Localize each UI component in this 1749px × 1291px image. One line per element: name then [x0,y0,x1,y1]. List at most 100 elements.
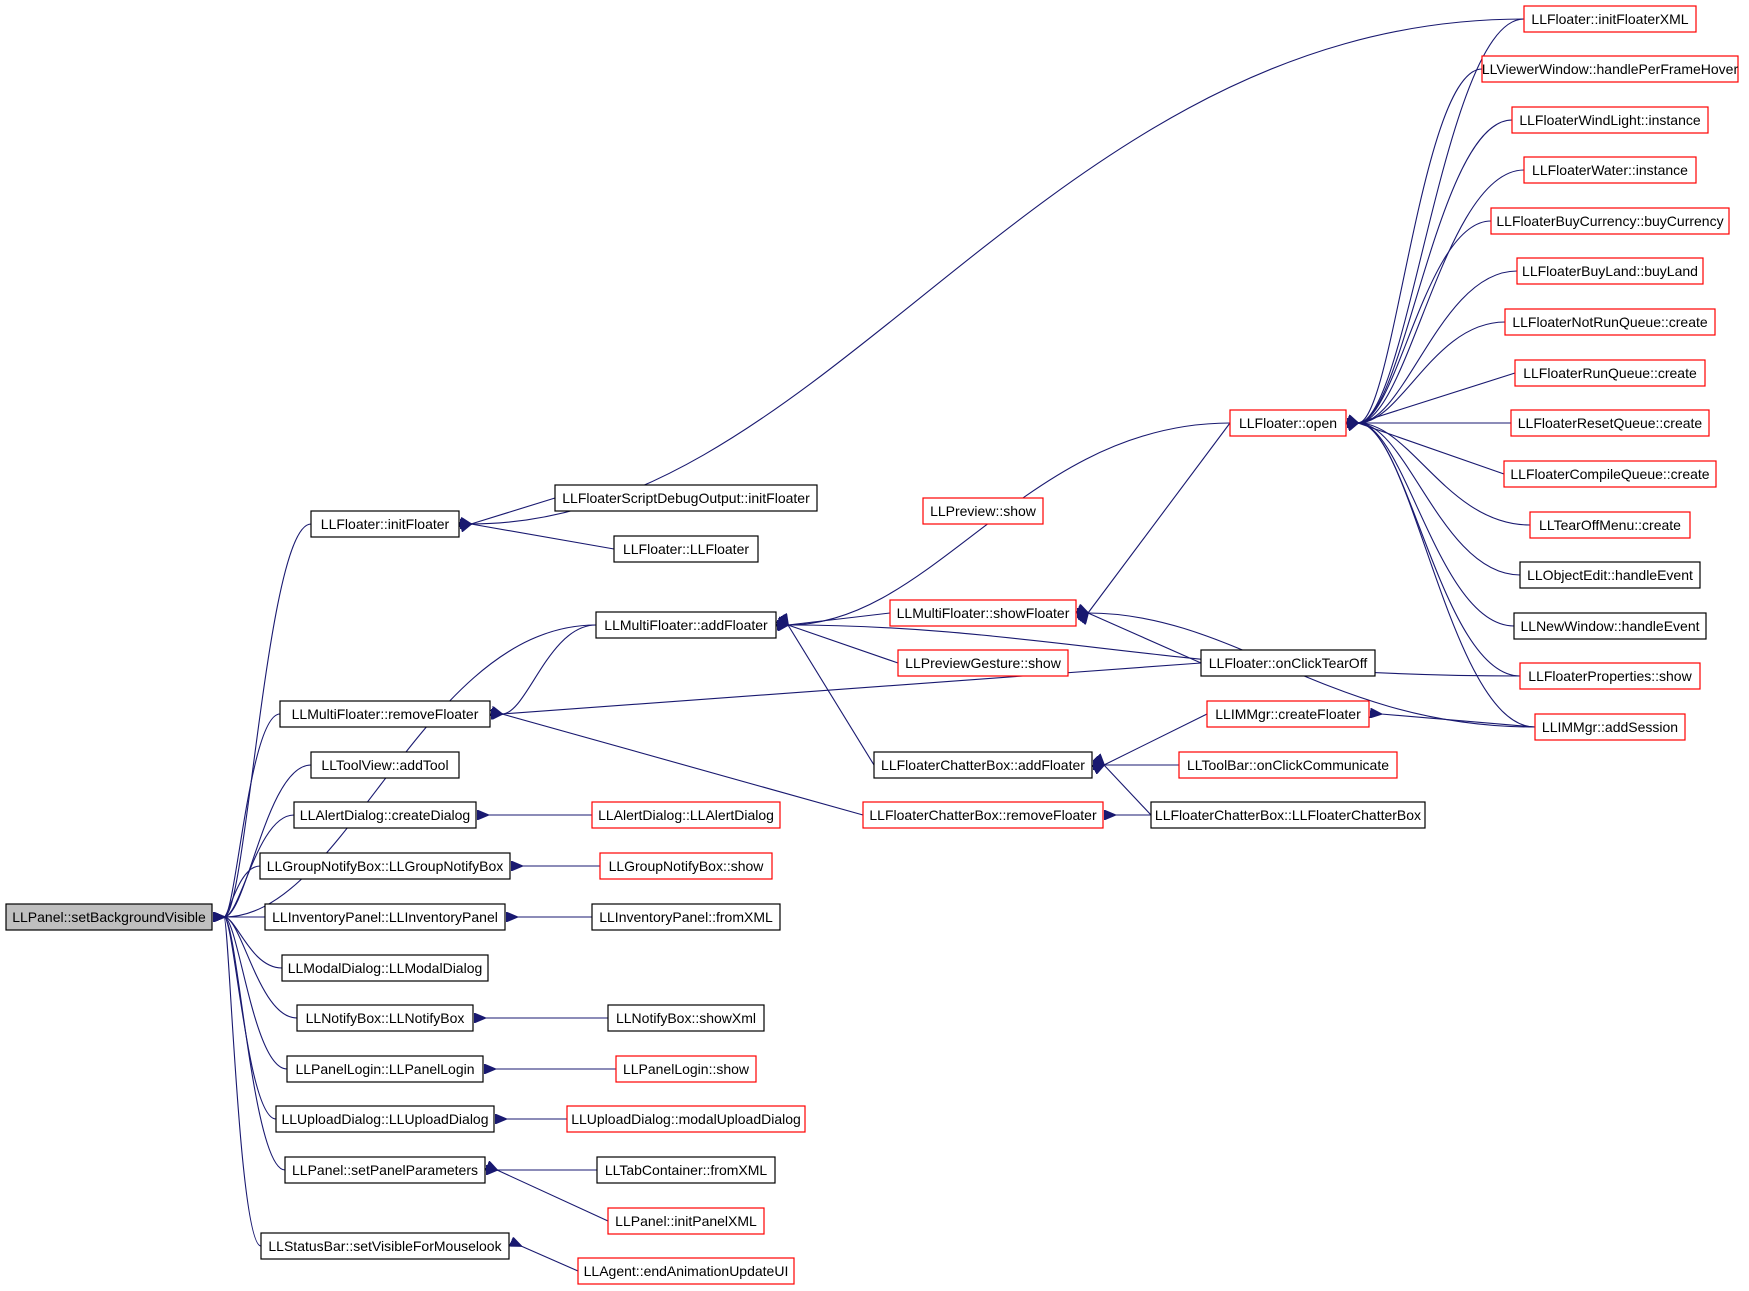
node-box [1206,700,1370,728]
node-box [1229,409,1347,437]
node-buycurrency[interactable]: LLFloaterBuyCurrency::buyCurrency [1490,207,1730,235]
call-edge-chatter_ctor-to-chatter_addFloater [1104,765,1152,816]
node-label: LLPanel::setBackgroundVisible [12,909,206,925]
node-label: LLModalDialog::LLModalDialog [288,960,483,976]
node-immgr-createFloater[interactable]: LLIMMgr::createFloater [1206,700,1370,728]
node-viewerwindow-hover[interactable]: LLViewerWindow::handlePerFrameHover [1481,55,1739,83]
call-edge-floater_open-to-mf_showFloater [1088,422,1231,613]
node-box [281,954,489,982]
node-box [1504,308,1716,336]
node-label: LLAgent::endAnimationUpdateUI [584,1263,789,1279]
node-label: LLFloater::open [1239,415,1337,431]
node-windlight-instance[interactable]: LLFloaterWindLight::instance [1511,106,1709,134]
node-previewgesture-show[interactable]: LLPreviewGesture::show [897,649,1069,677]
node-modal-ctor[interactable]: LLModalDialog::LLModalDialog [281,954,489,982]
node-upload-modal[interactable]: LLUploadDialog::modalUploadDialog [566,1105,806,1133]
node-label: LLToolView::addTool [321,757,448,773]
node-label: LLTearOffMenu::create [1539,517,1681,533]
node-newwindow[interactable]: LLNewWindow::handleEvent [1513,612,1707,640]
node-mf-removeFloater[interactable]: LLMultiFloater::removeFloater [279,700,491,728]
node-box [284,1156,486,1184]
node-tab-fromXML[interactable]: LLTabContainer::fromXML [596,1156,776,1184]
node-label: LLFloater::initFloater [321,516,450,532]
node-chatter-addFloater[interactable]: LLFloaterChatterBox::addFloater [873,751,1093,779]
node-initFloaterXML[interactable]: LLFloater::initFloaterXML [1523,5,1697,33]
node-box [5,903,213,931]
node-label: LLMultiFloater::showFloater [897,605,1070,621]
node-mf-showFloater[interactable]: LLMultiFloater::showFloater [889,599,1077,627]
node-preview-show[interactable]: LLPreview::show [922,497,1044,525]
node-box [577,1257,795,1285]
node-compilequeue[interactable]: LLFloaterCompileQueue::create [1503,460,1717,488]
node-box [897,649,1069,677]
call-edge-panel_initPanelXML-to-setPanelParameters [497,1170,609,1222]
node-notrunqueue[interactable]: LLFloaterNotRunQueue::create [1504,308,1716,336]
node-label: LLFloaterCompileQueue::create [1510,466,1709,482]
node-label: LLFloaterScriptDebugOutput::initFloater [562,490,810,506]
node-initFloater[interactable]: LLFloater::initFloater [310,510,460,538]
node-scriptdebug-initFloater[interactable]: LLFloaterScriptDebugOutput::initFloater [554,484,818,512]
call-edge-floater_ctor-to-initFloater [471,524,615,550]
node-agent-endAnim[interactable]: LLAgent::endAnimationUpdateUI [577,1257,795,1285]
node-panel-initPanelXML[interactable]: LLPanel::initPanelXML [607,1207,765,1235]
node-onClickTearOff[interactable]: LLFloater::onClickTearOff [1200,649,1376,677]
node-invpanel-fromXML[interactable]: LLInventoryPanel::fromXML [591,903,781,931]
node-label: LLFloater::LLFloater [623,541,749,557]
call-edge-compilequeue-to-floater_open [1358,423,1505,475]
call-edge-mf_removeFloater-to-root [224,713,281,917]
node-box [259,852,511,880]
node-upload-ctor[interactable]: LLUploadDialog::LLUploadDialog [275,1105,495,1133]
node-mf-addFloater[interactable]: LLMultiFloater::addFloater [595,611,777,639]
node-box [1511,106,1709,134]
node-label: LLToolBar::onClickCommunicate [1187,757,1389,773]
node-groupnotify-show[interactable]: LLGroupNotifyBox::show [599,852,773,880]
node-toolbar-onClickComm[interactable]: LLToolBar::onClickCommunicate [1178,751,1398,779]
node-label: LLFloaterResetQueue::create [1518,415,1703,431]
node-chatter-removeFloater[interactable]: LLFloaterChatterBox::removeFloater [862,801,1104,829]
node-resetqueue[interactable]: LLFloaterResetQueue::create [1510,409,1710,437]
node-setPanelParameters[interactable]: LLPanel::setPanelParameters [284,1156,486,1184]
node-label: LLPreview::show [930,503,1037,519]
node-statusbar-setVisible[interactable]: LLStatusBar::setVisibleForMouselook [260,1232,510,1260]
node-notify-showXml[interactable]: LLNotifyBox::showXml [607,1004,765,1032]
node-box [1490,207,1730,235]
node-runqueue[interactable]: LLFloaterRunQueue::create [1514,359,1706,387]
node-immgr-addSession[interactable]: LLIMMgr::addSession [1534,713,1686,741]
node-box [1150,801,1426,829]
node-label: LLFloaterProperties::show [1528,668,1692,684]
node-label: LLIMMgr::createFloater [1215,706,1361,722]
node-label: LLUploadDialog::LLUploadDialog [281,1111,488,1127]
node-box [1529,511,1691,539]
node-chatter-ctor[interactable]: LLFloaterChatterBox::LLFloaterChatterBox [1150,801,1426,829]
node-panellogin-ctor[interactable]: LLPanelLogin::LLPanelLogin [286,1055,484,1083]
call-edge-toolview_addTool-to-root [224,764,312,917]
node-label: LLPanelLogin::LLPanelLogin [295,1061,474,1077]
node-floater-open[interactable]: LLFloater::open [1229,409,1347,437]
node-toolview-addTool[interactable]: LLToolView::addTool [310,751,460,779]
node-box [1523,156,1697,184]
node-floater-ctor[interactable]: LLFloater::LLFloater [613,535,759,563]
node-buyland[interactable]: LLFloaterBuyLand::buyLand [1516,257,1704,285]
call-edge-agent_endAnim-to-statusbar_setVisible [521,1246,579,1272]
node-invpanel-ctor[interactable]: LLInventoryPanel::LLInventoryPanel [264,903,506,931]
node-box [1514,359,1706,387]
node-label: LLMultiFloater::removeFloater [292,706,479,722]
node-notify-ctor[interactable]: LLNotifyBox::LLNotifyBox [296,1004,474,1032]
call-edge-notrunqueue-to-floater_open [1358,321,1506,423]
node-properties-show[interactable]: LLFloaterProperties::show [1519,662,1701,690]
node-groupnotify-ctor[interactable]: LLGroupNotifyBox::LLGroupNotifyBox [259,852,511,880]
node-tearoffmenu[interactable]: LLTearOffMenu::create [1529,511,1691,539]
node-box [1516,257,1704,285]
node-panellogin-show[interactable]: LLPanelLogin::show [615,1055,757,1083]
node-alert-createDialog[interactable]: LLAlertDialog::createDialog [293,801,477,829]
node-objectedit[interactable]: LLObjectEdit::handleEvent [1519,561,1701,589]
node-root[interactable]: LLPanel::setBackgroundVisible [5,903,213,931]
call-edge-buyland-to-floater_open [1358,270,1518,423]
node-box [310,751,460,779]
call-edge-notify_ctor-to-root [224,917,298,1019]
node-water-instance[interactable]: LLFloaterWater::instance [1523,156,1697,184]
call-edge-newwindow-to-floater_open [1358,423,1515,627]
node-box [1481,55,1739,83]
node-alert-ctor[interactable]: LLAlertDialog::LLAlertDialog [591,801,781,829]
node-layer: LLPanel::setBackgroundVisible LLFloater::… [5,5,1739,1285]
